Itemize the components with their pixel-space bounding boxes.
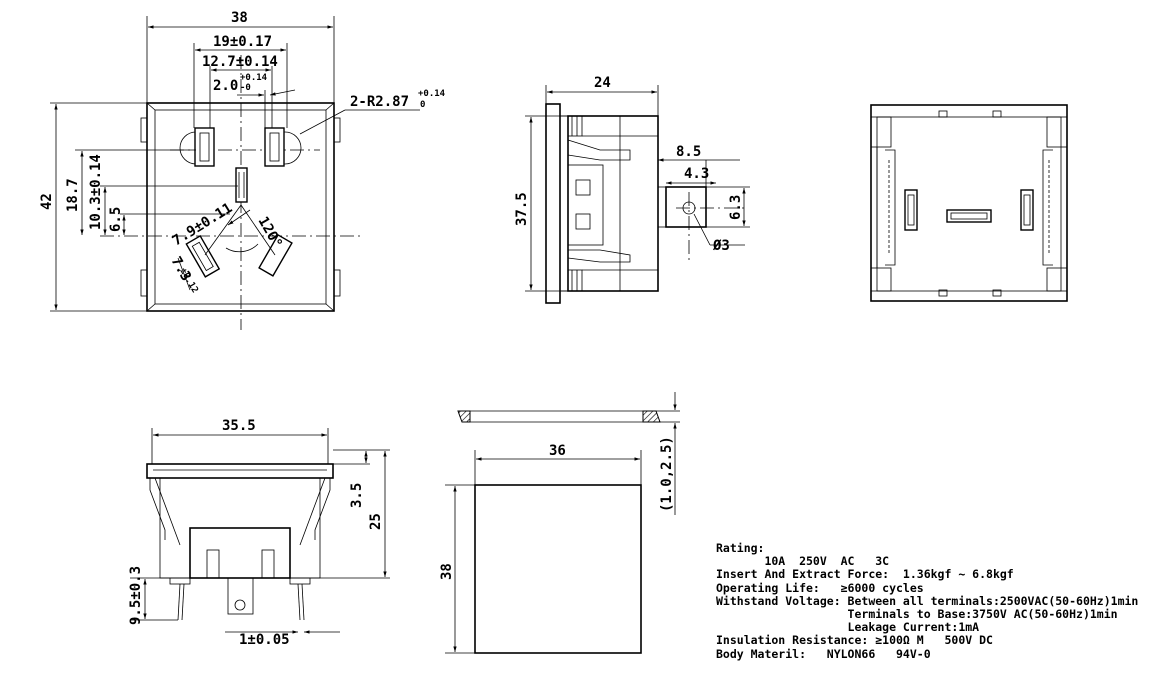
spec-insert-extract: Insert And Extract Force: 1.36kgf ~ 6.8k… [716, 567, 1014, 582]
dim-front-2-0-tol-up: +0.14 [240, 73, 268, 83]
dim-side-4-3: 4.3 [684, 166, 709, 182]
spec-rating-value: 10A 250V AC 3C [716, 554, 890, 569]
dim-front-2-0-tol-low: -0 [240, 83, 251, 93]
spec-withstand-1: Withstand Voltage: Between all terminals… [716, 593, 1139, 608]
dim-bottom-pin-thick: 1±0.05 [239, 632, 290, 648]
side-view: 24 37.5 8.5 4.3 6.3 Ø3 [514, 75, 750, 304]
dim-front-12-7: 12.7±0.14 [202, 54, 278, 70]
spec-rating-label: Rating: [716, 541, 765, 555]
dim-front-19: 19±0.17 [213, 34, 272, 50]
dim-front-2-0: 2.0 [213, 78, 238, 94]
dim-side-8-5: 8.5 [676, 144, 701, 160]
spec-withstand-3: Leakage Current:1mA [716, 620, 980, 635]
front-view: 38 19±0.17 12.7±0.14 2.0 +0.14 -0 2-R2.8… [39, 10, 446, 330]
dim-side-height: 37.5 [514, 192, 530, 226]
dim-side-depth: 24 [594, 75, 611, 91]
dim-front-18-7: 18.7 [65, 178, 81, 212]
dim-panel-height: 38 [439, 563, 455, 580]
bottom-view: 35.5 3.5 25 9.5±0.3 1±0.05 [128, 418, 390, 648]
spec-material: Body Materil: NYLON66 94V-0 [716, 646, 931, 661]
dim-front-6-5: 6.5 [108, 207, 124, 232]
spec-block: Rating: 10A 250V AC 3C Insert And Extrac… [716, 541, 1139, 661]
dim-front-angle: 120° [255, 214, 286, 251]
dim-side-hole: Ø3 [712, 238, 730, 254]
dim-panel-width: 36 [549, 443, 566, 459]
dim-front-radius: 2-R2.87 [350, 94, 409, 110]
dim-bottom-pin-len: 9.5±0.3 [128, 566, 144, 625]
dim-front-radius-tol-low: 0 [420, 100, 425, 110]
dim-front-10-3: 10.3±0.14 [88, 154, 104, 230]
spec-withstand-2: Terminals to Base:3750V AC(50-60Hz)1min [716, 607, 1118, 622]
dim-bottom-3-5: 3.5 [349, 483, 365, 508]
dim-bottom-25: 25 [368, 513, 384, 530]
spec-insulation: Insulation Resistance: ≥100Ω M 500V DC [716, 633, 993, 648]
rear-view [870, 104, 1068, 302]
dim-front-width: 38 [231, 10, 248, 26]
dim-side-6-3: 6.3 [728, 195, 744, 220]
dim-panel-thickness: (1.0,2.5) [659, 436, 675, 512]
spec-operating-life: Operating Life: ≥6000 cycles [716, 580, 924, 595]
dim-front-radius-tol-up: +0.14 [418, 89, 446, 99]
panel-view: 36 38 (1.0,2.5) [439, 392, 680, 654]
dim-bottom-width: 35.5 [222, 418, 256, 434]
dim-front-height: 42 [39, 193, 55, 210]
